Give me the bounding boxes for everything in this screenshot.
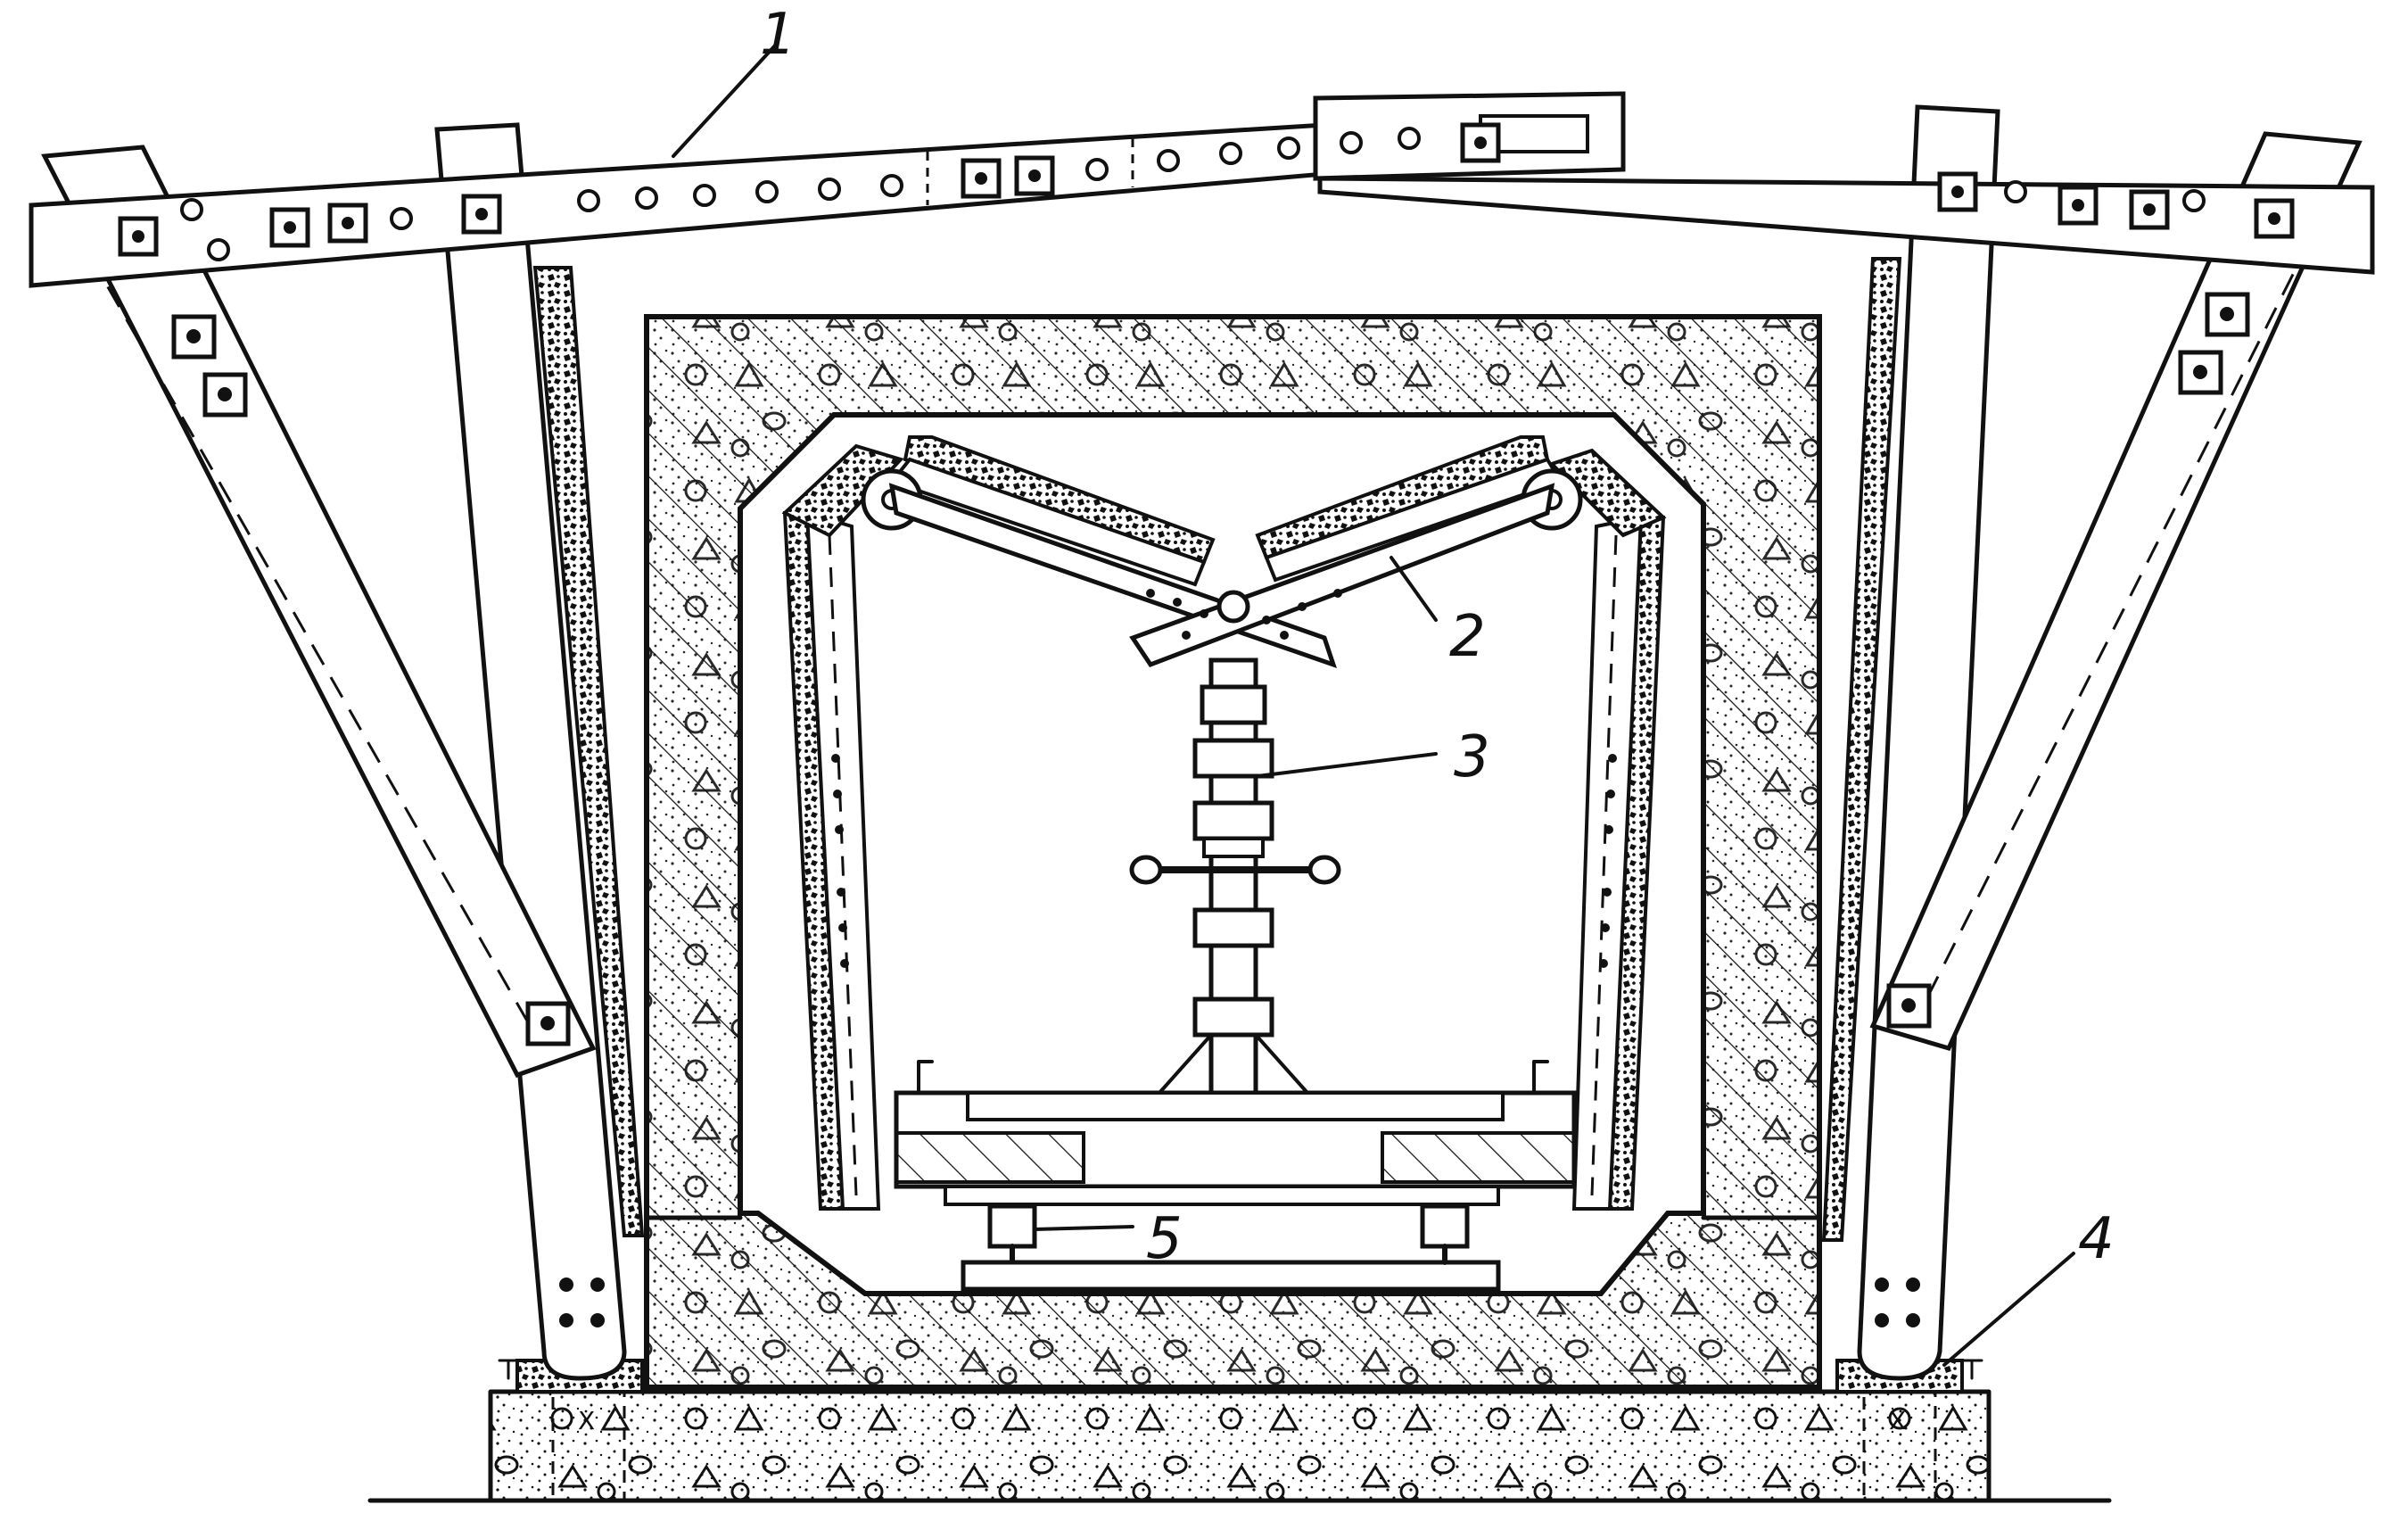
inner-formwork-right-wall: [1571, 515, 1666, 1211]
screw-jack: [1129, 657, 1341, 1127]
callout-1: 1: [760, 2, 796, 68]
callout-4: 4: [2078, 1206, 2115, 1272]
crossing-strut-pair: [888, 483, 1555, 669]
callout-5: 5: [1146, 1206, 1183, 1272]
svg-text:X: X: [1889, 1406, 1906, 1435]
outer-column-left: [434, 122, 627, 1381]
inner-formwork-left-haunch: [781, 443, 904, 538]
inner-formwork-top-left-panel: [888, 435, 1216, 587]
callout-2: 2: [1449, 604, 1486, 670]
support-foot-right: [1420, 1203, 1470, 1265]
callout-3: 3: [1454, 724, 1490, 790]
outer-insulation-right: [1821, 257, 1902, 1242]
leader-lines: [672, 43, 2075, 1367]
diagonal-brace-left: [41, 145, 597, 1079]
support-foot-left: [961, 1203, 1501, 1292]
top-beam: [29, 91, 2375, 288]
base-frame: [894, 1060, 1577, 1206]
diagonal-brace-right: [1869, 131, 2363, 1052]
foundation-slab: X X: [488, 1389, 1992, 1503]
inner-formwork-left-wall: [782, 510, 881, 1211]
svg-text:X: X: [578, 1406, 595, 1435]
inner-formwork-top-right-panel: [1255, 435, 1563, 583]
outer-insulation-left: [532, 266, 645, 1237]
